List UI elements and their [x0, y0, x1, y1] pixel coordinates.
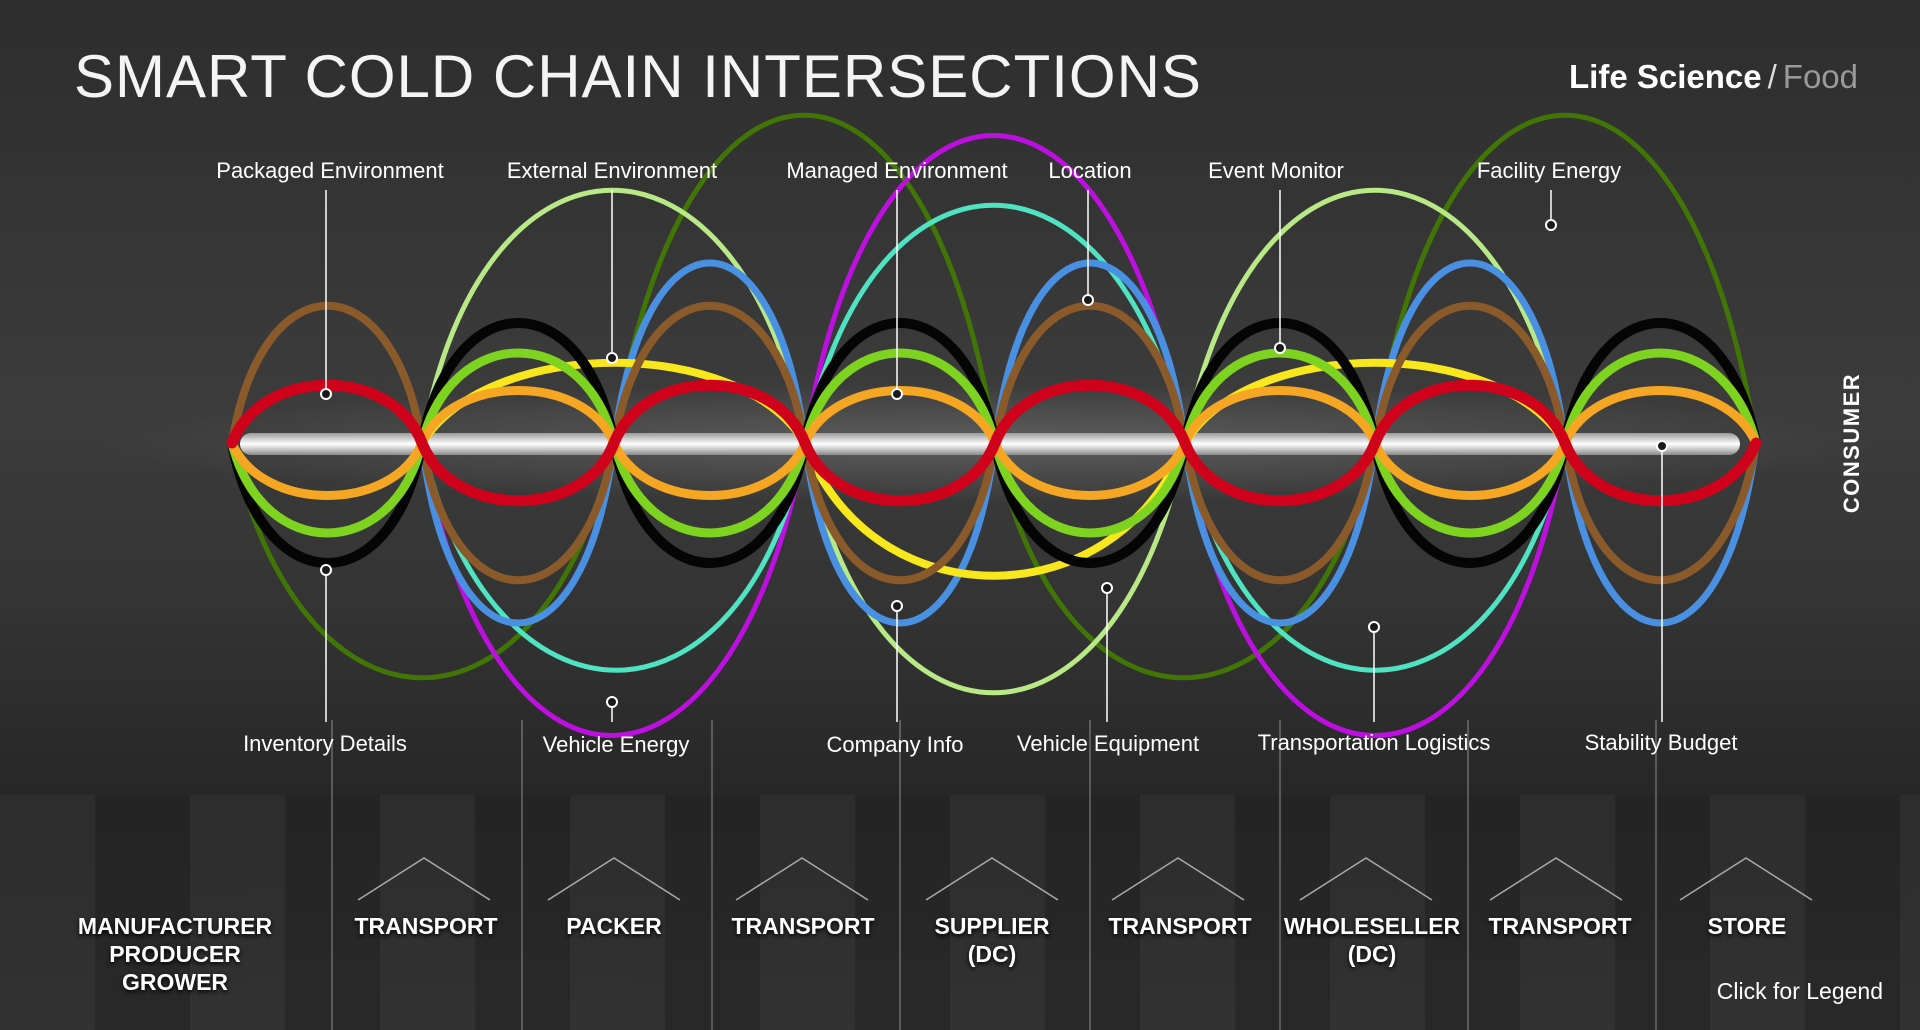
label-managed-environment[interactable]: Managed Environment	[786, 158, 1008, 183]
label-stability-budget[interactable]: Stability Budget	[1584, 730, 1738, 755]
chevron-up-icon	[925, 857, 1059, 901]
marker-dot[interactable]	[320, 388, 332, 400]
label-vehicle-energy[interactable]: Vehicle Energy	[542, 732, 690, 757]
life-science-toggle[interactable]: Life Science	[1569, 58, 1762, 95]
marker-dot[interactable]	[1656, 440, 1668, 452]
label-event-monitor[interactable]: Event Monitor	[1208, 158, 1344, 183]
stage-transport-2[interactable]: TRANSPORT	[731, 913, 875, 939]
marker-dot[interactable]	[1368, 621, 1380, 633]
chevron-up-icon	[735, 857, 869, 901]
stage-supplier[interactable]: SUPPLIER (DC)	[934, 913, 1050, 967]
curve-purple[interactable]	[419, 133, 1568, 738]
consumer-label: CONSUMER	[1839, 372, 1864, 514]
legend-link[interactable]: Click for Legend	[1716, 978, 1883, 1004]
page-title: SMART COLD CHAIN INTERSECTIONS	[74, 43, 1202, 110]
stage-transport-3[interactable]: TRANSPORT	[1108, 913, 1252, 939]
chevron-up-icon	[1489, 857, 1623, 901]
stage-divider-lines	[331, 720, 1657, 1030]
marker-dot[interactable]	[606, 352, 618, 364]
curve-yellow[interactable]	[418, 358, 1569, 580]
mode-toggle: Life Science/Food	[1569, 58, 1858, 96]
label-location[interactable]: Location	[1048, 158, 1132, 183]
chevron-up-icon	[1299, 857, 1433, 901]
label-transportation-logistics[interactable]: Transportation Logistics	[1257, 730, 1491, 755]
marker-dot[interactable]	[606, 696, 618, 708]
stage-chevrons	[357, 857, 1813, 901]
stage-band	[0, 795, 1920, 1030]
mode-separator: /	[1767, 58, 1777, 95]
marker-dot[interactable]	[1082, 294, 1094, 306]
curve-teal[interactable]	[419, 202, 1568, 673]
marker-dot[interactable]	[1545, 219, 1557, 231]
label-packaged-environment[interactable]: Packaged Environment	[216, 158, 444, 183]
chevron-up-icon	[547, 857, 681, 901]
label-vehicle-equipment[interactable]: Vehicle Equipment	[1016, 731, 1200, 756]
stage-store[interactable]: STORE	[1707, 913, 1787, 939]
stage-packer[interactable]: PACKER	[566, 913, 662, 939]
stage-wholeseller[interactable]: WHOLESELLER (DC)	[1283, 913, 1461, 967]
curve-blue[interactable]	[418, 259, 1760, 627]
marker-dot[interactable]	[1101, 582, 1113, 594]
label-inventory-details[interactable]: Inventory Details	[243, 731, 407, 756]
label-facility-energy[interactable]: Facility Energy	[1476, 158, 1622, 183]
stage-manufacturer[interactable]: MANUFACTURER PRODUCER GROWER	[77, 913, 273, 995]
food-toggle[interactable]: Food	[1782, 58, 1858, 95]
marker-dot[interactable]	[1274, 342, 1286, 354]
chevron-up-icon	[1111, 857, 1245, 901]
marker-dot[interactable]	[891, 388, 903, 400]
stage-transport-1[interactable]: TRANSPORT	[354, 913, 498, 939]
curve-red[interactable]	[226, 379, 1762, 507]
chevron-up-icon	[357, 857, 491, 901]
chevron-up-icon	[1679, 857, 1813, 901]
label-external-environment[interactable]: External Environment	[506, 158, 718, 183]
marker-dot[interactable]	[320, 564, 332, 576]
marker-dot[interactable]	[891, 600, 903, 612]
label-company-info[interactable]: Company Info	[826, 732, 964, 757]
stage-transport-4[interactable]: TRANSPORT	[1488, 913, 1632, 939]
